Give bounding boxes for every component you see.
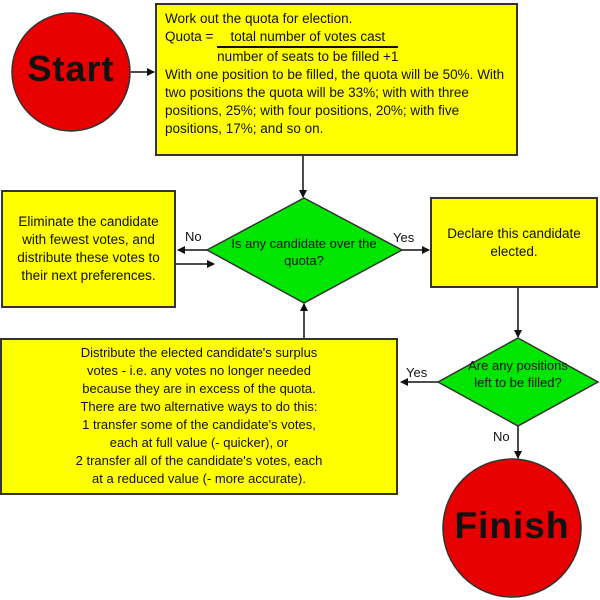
finish-terminal (442, 458, 582, 598)
label-yes-declare: Yes (393, 230, 415, 245)
start-terminal (11, 12, 131, 132)
quota-heading: Work out the quota for election. (165, 11, 353, 26)
decision-positions-text: Are any positions left to be filled? (468, 358, 568, 390)
start-label: Start (27, 48, 115, 89)
label-no-finish: No (493, 429, 510, 444)
label-no-eliminate: No (185, 229, 202, 244)
connector-arrows (131, 68, 522, 459)
decision-quota-text: Is any candidate over the quota? (231, 236, 377, 268)
quota-box: Work out the quota for election. Quota =… (155, 3, 518, 156)
quota-numerator: total number of votes cast (217, 28, 399, 48)
declare-box: Declare this candidate elected. (430, 197, 598, 288)
quota-denominator: number of seats to be filled +1 (217, 49, 399, 64)
surplus-box: Distribute the elected candidate's surpl… (0, 338, 398, 495)
quota-explanation: With one position to be filled, the quot… (165, 67, 505, 136)
eliminate-box: Eliminate the candidate with fewest vote… (1, 190, 176, 308)
finish-label: Finish (454, 505, 570, 546)
label-yes-surplus: Yes (406, 365, 428, 380)
